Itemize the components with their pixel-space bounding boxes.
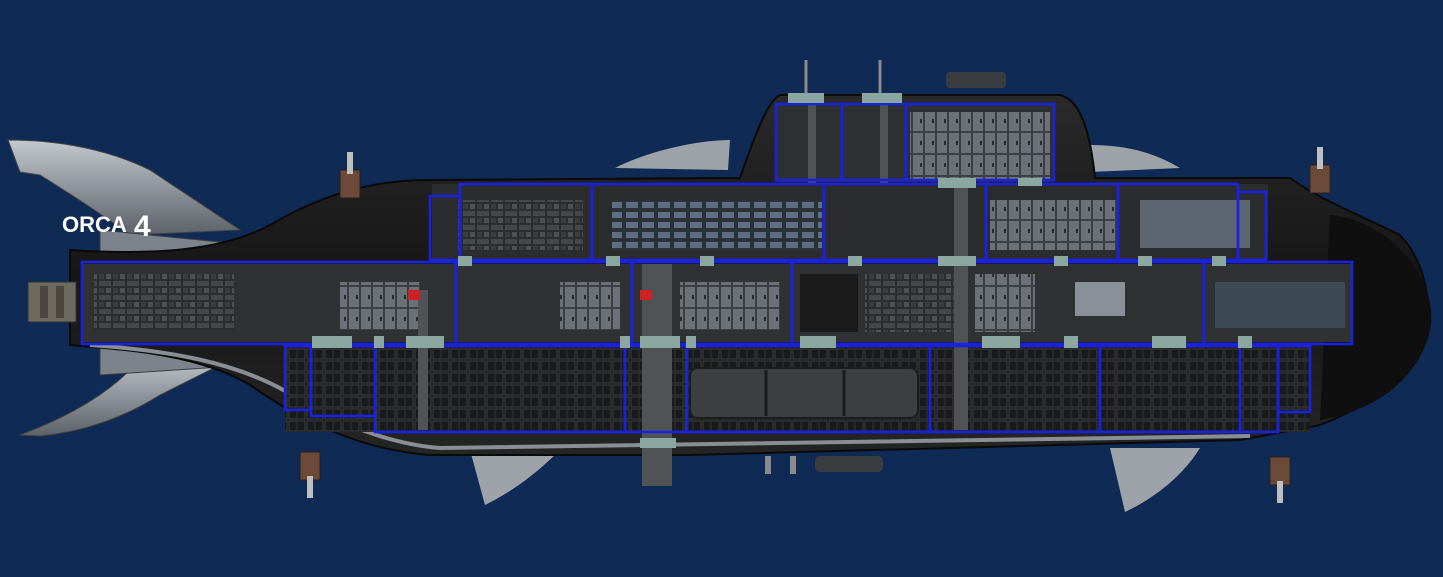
door-17[interactable] bbox=[982, 336, 1020, 348]
warning-sign-icon bbox=[408, 290, 420, 300]
room-10[interactable] bbox=[1236, 190, 1268, 262]
door-6[interactable] bbox=[606, 256, 620, 266]
door-22[interactable] bbox=[374, 336, 384, 348]
ladder-shaft-tower[interactable] bbox=[954, 180, 968, 430]
door-23[interactable] bbox=[620, 336, 630, 348]
door-5[interactable] bbox=[458, 256, 472, 266]
door-15[interactable] bbox=[640, 336, 680, 348]
turret-icon[interactable] bbox=[1309, 147, 1331, 194]
door-7[interactable] bbox=[700, 256, 714, 266]
turrets[interactable] bbox=[299, 147, 1331, 503]
room-24[interactable] bbox=[1276, 344, 1312, 414]
room-15[interactable] bbox=[1202, 260, 1354, 346]
submarine-name-suffix: 4 bbox=[134, 210, 151, 243]
door-12[interactable] bbox=[1212, 256, 1226, 266]
ladder-mast-1[interactable] bbox=[808, 95, 816, 185]
ladder-mast-2[interactable] bbox=[880, 95, 888, 185]
door-11[interactable] bbox=[1138, 256, 1152, 266]
warning-sign-icon bbox=[640, 290, 652, 300]
door-8[interactable] bbox=[848, 256, 862, 266]
door-20[interactable] bbox=[1238, 336, 1252, 348]
door-16[interactable] bbox=[800, 336, 836, 348]
ladder-shaft-mid[interactable] bbox=[642, 264, 672, 486]
door-markers[interactable] bbox=[312, 93, 1252, 448]
submarine-name: ORCA bbox=[62, 212, 127, 237]
interior-fill bbox=[82, 104, 1352, 432]
door-13[interactable] bbox=[312, 336, 352, 348]
door-18[interactable] bbox=[1064, 336, 1078, 348]
door-1[interactable] bbox=[788, 93, 824, 103]
warning-signs bbox=[408, 290, 652, 300]
exhaust-pipes bbox=[765, 456, 883, 474]
submarine-name-label: ORCA 4 bbox=[62, 210, 151, 243]
door-9[interactable] bbox=[938, 256, 976, 266]
door-24[interactable] bbox=[686, 336, 696, 348]
door-14[interactable] bbox=[406, 336, 444, 348]
door-19[interactable] bbox=[1152, 336, 1186, 348]
door-3[interactable] bbox=[938, 178, 976, 188]
turret-icon[interactable] bbox=[1269, 456, 1291, 503]
room-3[interactable] bbox=[904, 102, 1056, 182]
door-4[interactable] bbox=[1018, 178, 1042, 186]
top-hatch bbox=[946, 72, 1006, 88]
door-10[interactable] bbox=[1054, 256, 1068, 266]
door-21[interactable] bbox=[640, 438, 676, 448]
turret-icon[interactable] bbox=[339, 152, 361, 199]
turret-icon[interactable] bbox=[299, 451, 321, 498]
door-2[interactable] bbox=[862, 93, 902, 103]
ladder-aft[interactable] bbox=[418, 290, 428, 430]
ladders[interactable] bbox=[418, 95, 968, 486]
